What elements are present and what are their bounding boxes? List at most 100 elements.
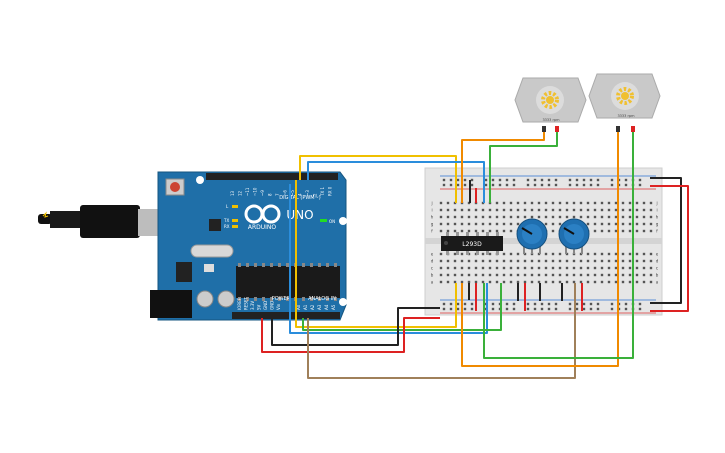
breadboard-hole[interactable]: [467, 266, 471, 270]
breadboard-hole[interactable]: [642, 222, 646, 226]
breadboard-hole[interactable]: [530, 266, 534, 270]
breadboard-hole[interactable]: [502, 273, 506, 277]
breadboard-hole[interactable]: [614, 273, 618, 277]
breadboard-rail-hole[interactable]: [568, 307, 572, 311]
breadboard-hole[interactable]: [607, 259, 611, 263]
breadboard-rail-hole[interactable]: [512, 183, 516, 187]
breadboard-rail-hole[interactable]: [449, 302, 453, 306]
breadboard-rail-hole[interactable]: [624, 178, 628, 182]
breadboard-hole[interactable]: [565, 208, 569, 212]
power-analog-header[interactable]: [232, 312, 340, 319]
breadboard-hole[interactable]: [635, 259, 639, 263]
breadboard-rail-hole[interactable]: [575, 302, 579, 306]
breadboard-hole[interactable]: [607, 208, 611, 212]
breadboard-hole[interactable]: [544, 201, 548, 205]
breadboard-hole[interactable]: [544, 259, 548, 263]
breadboard-hole[interactable]: [628, 259, 632, 263]
breadboard-hole[interactable]: [558, 208, 562, 212]
breadboard-hole[interactable]: [572, 259, 576, 263]
breadboard-hole[interactable]: [495, 259, 499, 263]
breadboard-hole[interactable]: [446, 280, 450, 284]
breadboard-hole[interactable]: [446, 201, 450, 205]
breadboard-hole[interactable]: [593, 266, 597, 270]
breadboard-rail-hole[interactable]: [533, 307, 537, 311]
breadboard-hole[interactable]: [586, 215, 590, 219]
breadboard-rail-hole[interactable]: [456, 183, 460, 187]
breadboard-hole[interactable]: [509, 259, 513, 263]
breadboard-hole[interactable]: [502, 229, 506, 233]
breadboard-hole[interactable]: [488, 222, 492, 226]
breadboard-hole[interactable]: [495, 229, 499, 233]
breadboard-hole[interactable]: [649, 229, 653, 233]
breadboard-hole[interactable]: [453, 208, 457, 212]
breadboard-hole[interactable]: [446, 208, 450, 212]
breadboard-hole[interactable]: [537, 280, 541, 284]
breadboard-hole[interactable]: [621, 229, 625, 233]
breadboard-hole[interactable]: [460, 273, 464, 277]
breadboard-hole[interactable]: [544, 208, 548, 212]
breadboard-rail-hole[interactable]: [512, 178, 516, 182]
breadboard-hole[interactable]: [516, 215, 520, 219]
breadboard-rail-hole[interactable]: [540, 307, 544, 311]
breadboard-rail-hole[interactable]: [526, 307, 530, 311]
breadboard-hole[interactable]: [572, 201, 576, 205]
breadboard-hole[interactable]: [586, 252, 590, 256]
breadboard-hole[interactable]: [530, 201, 534, 205]
breadboard-hole[interactable]: [467, 280, 471, 284]
breadboard-hole[interactable]: [621, 215, 625, 219]
breadboard-hole[interactable]: [488, 215, 492, 219]
breadboard-hole[interactable]: [453, 252, 457, 256]
breadboard-hole[interactable]: [649, 201, 653, 205]
breadboard-hole[interactable]: [635, 222, 639, 226]
breadboard-hole[interactable]: [467, 215, 471, 219]
breadboard-hole[interactable]: [453, 280, 457, 284]
breadboard-hole[interactable]: [544, 215, 548, 219]
breadboard-hole[interactable]: [635, 215, 639, 219]
breadboard-rail-hole[interactable]: [568, 183, 572, 187]
breadboard-hole[interactable]: [453, 215, 457, 219]
breadboard-rail-hole[interactable]: [463, 307, 467, 311]
breadboard-hole[interactable]: [509, 252, 513, 256]
breadboard-rail-hole[interactable]: [547, 307, 551, 311]
breadboard-hole[interactable]: [509, 215, 513, 219]
breadboard-hole[interactable]: [537, 259, 541, 263]
breadboard-hole[interactable]: [481, 222, 485, 226]
breadboard-hole[interactable]: [474, 259, 478, 263]
breadboard-hole[interactable]: [635, 266, 639, 270]
breadboard-hole[interactable]: [502, 208, 506, 212]
breadboard-hole[interactable]: [565, 280, 569, 284]
dc-motor-1[interactable]: 3333 rpm: [514, 77, 587, 132]
breadboard-rail-hole[interactable]: [456, 178, 460, 182]
breadboard-hole[interactable]: [565, 266, 569, 270]
breadboard-rail-hole[interactable]: [491, 302, 495, 306]
breadboard-rail-hole[interactable]: [505, 183, 509, 187]
breadboard-hole[interactable]: [537, 208, 541, 212]
breadboard-hole[interactable]: [460, 229, 464, 233]
breadboard-hole[interactable]: [579, 208, 583, 212]
breadboard-hole[interactable]: [607, 201, 611, 205]
breadboard-hole[interactable]: [565, 259, 569, 263]
breadboard-hole[interactable]: [467, 222, 471, 226]
breadboard-hole[interactable]: [467, 273, 471, 277]
breadboard-hole[interactable]: [586, 222, 590, 226]
breadboard-rail-hole[interactable]: [596, 178, 600, 182]
breadboard-hole[interactable]: [593, 273, 597, 277]
breadboard-hole[interactable]: [551, 259, 555, 263]
breadboard-hole[interactable]: [558, 280, 562, 284]
breadboard-hole[interactable]: [551, 208, 555, 212]
breadboard-rail-hole[interactable]: [554, 307, 558, 311]
breadboard-rail-hole[interactable]: [638, 307, 642, 311]
breadboard-rail-hole[interactable]: [442, 183, 446, 187]
breadboard-hole[interactable]: [572, 208, 576, 212]
potentiometer-1[interactable]: [516, 218, 548, 254]
breadboard-hole[interactable]: [439, 201, 443, 205]
breadboard-hole[interactable]: [600, 259, 604, 263]
breadboard-hole[interactable]: [614, 266, 618, 270]
breadboard-hole[interactable]: [649, 259, 653, 263]
breadboard-rail-hole[interactable]: [540, 178, 544, 182]
breadboard-hole[interactable]: [523, 273, 527, 277]
breadboard-rail-hole[interactable]: [463, 183, 467, 187]
breadboard-hole[interactable]: [481, 215, 485, 219]
breadboard-hole[interactable]: [523, 215, 527, 219]
breadboard-hole[interactable]: [488, 280, 492, 284]
